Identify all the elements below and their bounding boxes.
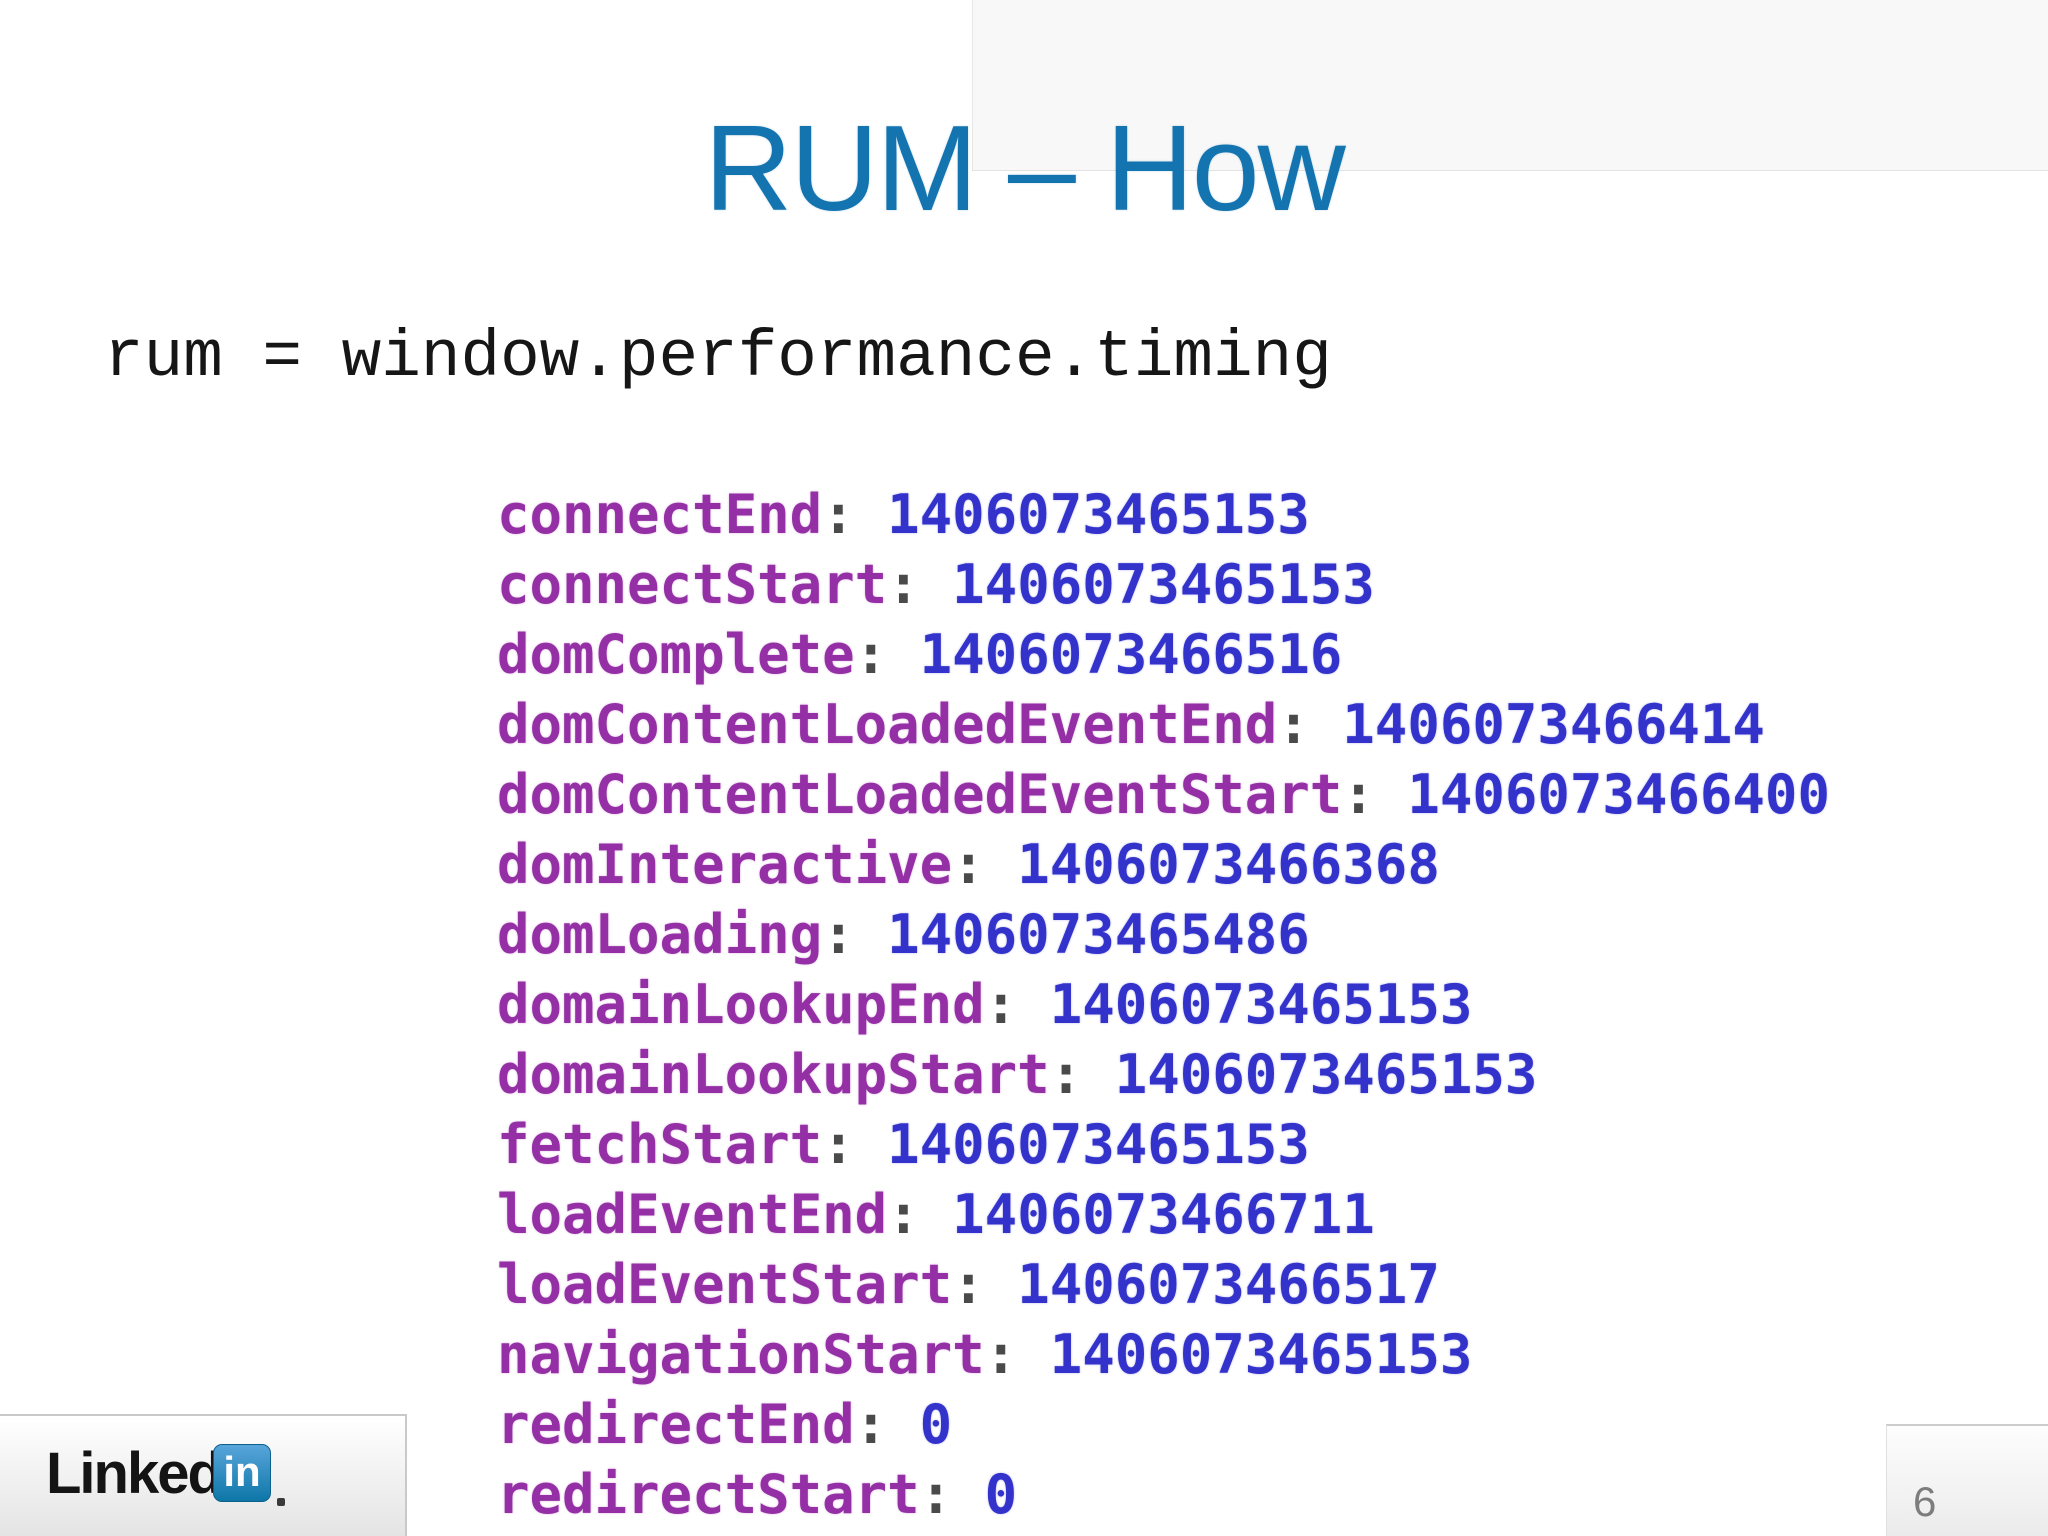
timing-key: redirectStart xyxy=(497,1463,920,1526)
timing-key: domainLookupStart xyxy=(497,1043,1050,1106)
console-entry: loadEventStart: 1406073466517 xyxy=(497,1250,1830,1320)
code-line: rum = window.performance.timing xyxy=(104,320,1332,395)
console-entry: redirectStart: 0 xyxy=(497,1460,1830,1530)
linkedin-logo: Linked in xyxy=(0,1414,407,1536)
timing-value: 1406073465153 xyxy=(1049,973,1473,1036)
timing-value: 1406073465153 xyxy=(887,1113,1310,1176)
key-value-separator: : xyxy=(1277,693,1343,756)
timing-key: connectStart xyxy=(497,553,888,616)
console-entry: loadEventEnd: 1406073466711 xyxy=(497,1180,1830,1250)
key-value-separator: : xyxy=(822,483,888,546)
linkedin-trademark-dot xyxy=(277,1498,285,1506)
timing-key: loadEventEnd xyxy=(497,1183,888,1246)
timing-value: 0 xyxy=(919,1393,953,1456)
timing-key: navigationStart xyxy=(497,1323,985,1386)
key-value-separator: : xyxy=(1049,1043,1115,1106)
console-entry: domInteractive: 1406073466368 xyxy=(497,830,1830,900)
page-number-panel: 6 xyxy=(1886,1424,2048,1536)
key-value-separator: : xyxy=(984,973,1050,1036)
timing-value: 0 xyxy=(984,1463,1018,1526)
timing-key: redirectEnd xyxy=(497,1393,855,1456)
console-entry: fetchStart: 1406073465153 xyxy=(497,1110,1830,1180)
timing-key: domContentLoadedEventStart xyxy=(497,763,1343,826)
key-value-separator: : xyxy=(854,623,920,686)
timing-value: 1406073465153 xyxy=(1114,1043,1538,1106)
timing-key: domContentLoadedEventEnd xyxy=(497,693,1278,756)
page-number: 6 xyxy=(1913,1478,1937,1525)
key-value-separator: : xyxy=(984,1323,1050,1386)
slide-title: RUM – How xyxy=(704,100,1346,236)
console-entry: domComplete: 1406073466516 xyxy=(497,620,1830,690)
timing-key: domComplete xyxy=(497,623,855,686)
console-entry: domainLookupStart: 1406073465153 xyxy=(497,1040,1830,1110)
console-entry: domContentLoadedEventStart: 140607346640… xyxy=(497,760,1830,830)
timing-key: fetchStart xyxy=(497,1113,823,1176)
key-value-separator: : xyxy=(822,1113,888,1176)
timing-value: 1406073465486 xyxy=(887,903,1310,966)
console-entry: connectEnd: 1406073465153 xyxy=(497,480,1830,550)
timing-key: domInteractive xyxy=(497,833,953,896)
console-entry: domContentLoadedEventEnd: 1406073466414 xyxy=(497,690,1830,760)
timing-key: connectEnd xyxy=(497,483,823,546)
key-value-separator: : xyxy=(1342,763,1408,826)
console-entry: domLoading: 1406073465486 xyxy=(497,900,1830,970)
timing-value: 1406073466516 xyxy=(919,623,1343,686)
key-value-separator: : xyxy=(952,1253,1018,1316)
key-value-separator: : xyxy=(887,1183,953,1246)
timing-value: 1406073466400 xyxy=(1407,763,1830,826)
timing-value: 1406073465153 xyxy=(1049,1323,1473,1386)
console-entry: domainLookupEnd: 1406073465153 xyxy=(497,970,1830,1040)
video-overlay-edge xyxy=(972,0,2048,171)
linkedin-in-icon: in xyxy=(213,1444,271,1502)
console-entry: connectStart: 1406073465153 xyxy=(497,550,1830,620)
key-value-separator: : xyxy=(822,903,888,966)
key-value-separator: : xyxy=(952,833,1018,896)
key-value-separator: : xyxy=(919,1463,985,1526)
timing-value: 1406073466517 xyxy=(1017,1253,1440,1316)
console-entry: navigationStart: 1406073465153 xyxy=(497,1320,1830,1390)
console-entry: redirectEnd: 0 xyxy=(497,1390,1830,1460)
timing-value: 1406073465153 xyxy=(952,553,1375,616)
timing-value: 1406073466711 xyxy=(952,1183,1375,1246)
timing-key: domLoading xyxy=(497,903,823,966)
key-value-separator: : xyxy=(887,553,953,616)
timing-value: 1406073466414 xyxy=(1342,693,1765,756)
timing-value: 1406073465153 xyxy=(887,483,1310,546)
timing-key: domainLookupEnd xyxy=(497,973,985,1036)
linkedin-wordmark: Linked xyxy=(46,1441,223,1506)
timing-value: 1406073466368 xyxy=(1017,833,1440,896)
timing-key: loadEventStart xyxy=(497,1253,953,1316)
key-value-separator: : xyxy=(854,1393,920,1456)
